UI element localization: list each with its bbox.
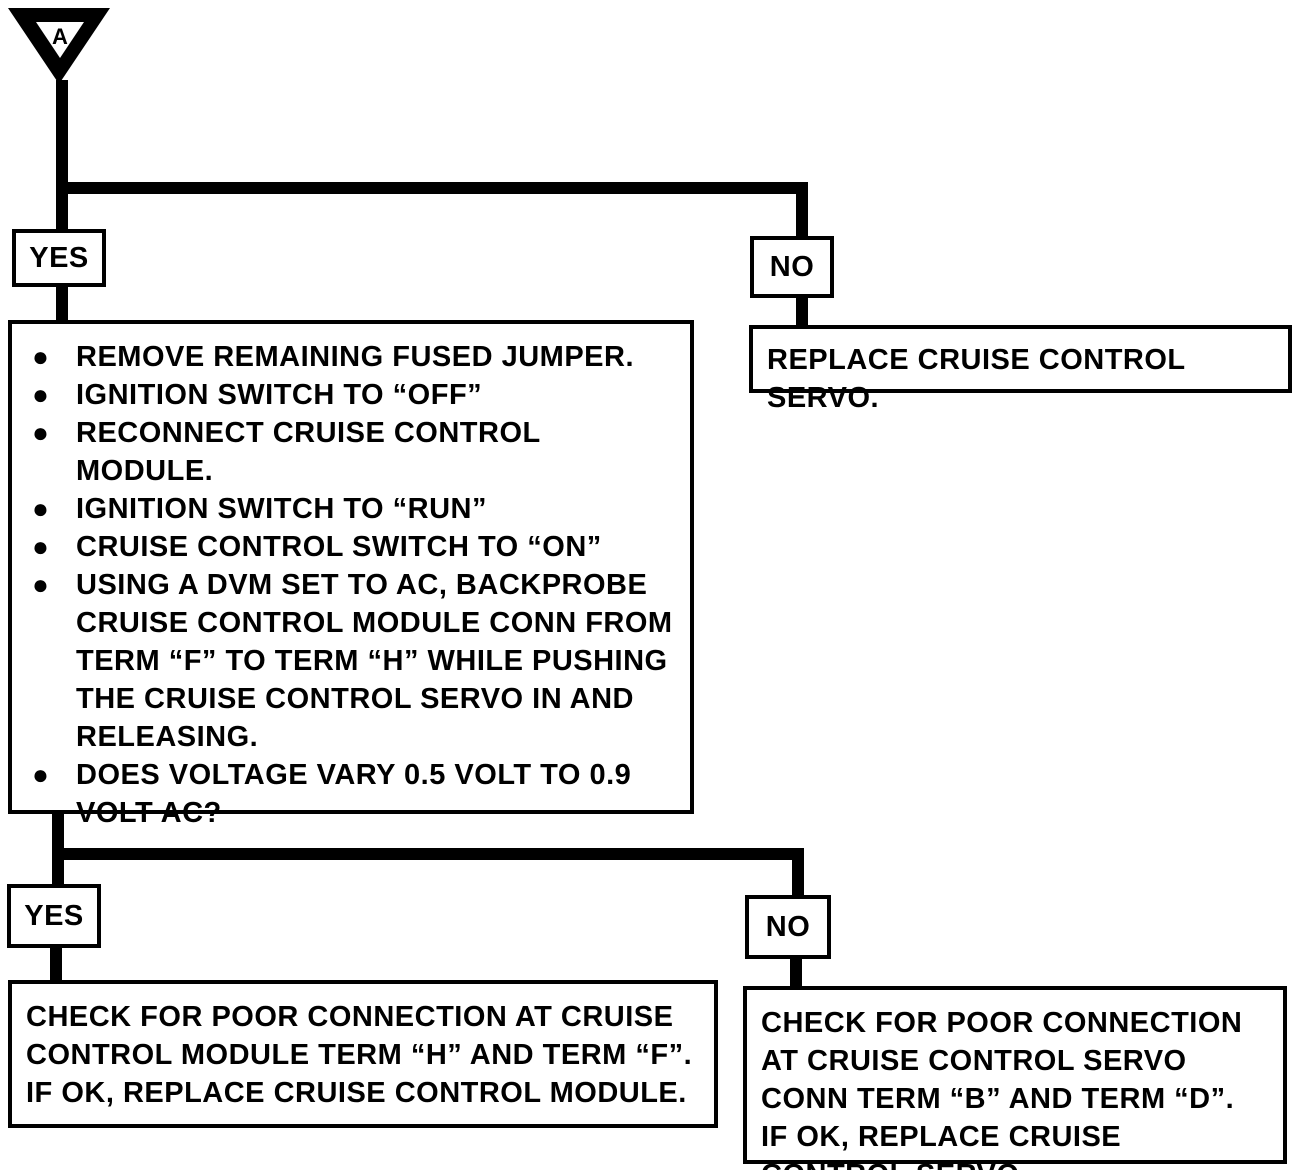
bullet-icon: ● bbox=[32, 531, 50, 562]
step-item: ● IGNITION SWITCH TO “OFF” bbox=[26, 376, 676, 414]
bullet-icon: ● bbox=[32, 417, 50, 448]
yes-label-2-text: YES bbox=[24, 899, 84, 932]
step-item: ● CRUISE CONTROL SWITCH TO “ON” bbox=[26, 528, 676, 566]
step-item: ● REMOVE REMAINING FUSED JUMPER. bbox=[26, 338, 676, 376]
steps-list: ● REMOVE REMAINING FUSED JUMPER. ● IGNITIO… bbox=[26, 338, 676, 832]
bullet-icon: ● bbox=[32, 341, 50, 372]
yes-label-1-text: YES bbox=[29, 241, 89, 274]
bullet-icon: ● bbox=[32, 379, 50, 410]
step-item: ● USING A DVM SET TO AC, BACKPROBE CRUISE… bbox=[26, 566, 676, 756]
bullet-icon: ● bbox=[32, 759, 50, 790]
step-text: DOES VOLTAGE VARY 0.5 VOLT TO 0.9 VOLT A… bbox=[76, 759, 632, 829]
no-label-2: NO bbox=[745, 895, 831, 959]
yes-label-1: YES bbox=[12, 229, 106, 287]
no-label-1-text: NO bbox=[769, 250, 815, 283]
no-label-1: NO bbox=[750, 236, 834, 298]
bullet-icon: ● bbox=[32, 569, 50, 600]
no-action-1-text: REPLACE CRUISE CONTROL SERVO. bbox=[767, 344, 1186, 414]
step-text: RECONNECT CRUISE CONTROL MODULE. bbox=[76, 417, 541, 487]
step-item: ● DOES VOLTAGE VARY 0.5 VOLT TO 0.9 VOLT … bbox=[26, 756, 676, 832]
step-text: REMOVE REMAINING FUSED JUMPER. bbox=[76, 341, 634, 373]
connector-a-icon: A bbox=[8, 8, 110, 84]
step-text: IGNITION SWITCH TO “OFF” bbox=[76, 379, 483, 411]
no-label-2-text: NO bbox=[765, 910, 811, 943]
bullet-icon: ● bbox=[32, 493, 50, 524]
step-text: USING A DVM SET TO AC, BACKPROBE CRUISE … bbox=[76, 569, 673, 753]
yes-action-2-text: CHECK FOR POOR CONNECTION AT CRUISE CONT… bbox=[26, 1001, 693, 1109]
step-item: ● IGNITION SWITCH TO “RUN” bbox=[26, 490, 676, 528]
no-action-1-box: REPLACE CRUISE CONTROL SERVO. bbox=[749, 325, 1292, 414]
yes-label-2: YES bbox=[7, 884, 101, 948]
yes-action-2-box: CHECK FOR POOR CONNECTION AT CRUISE CONT… bbox=[8, 980, 718, 1128]
steps-box: ● REMOVE REMAINING FUSED JUMPER. ● IGNITIO… bbox=[8, 320, 694, 829]
step-text: CRUISE CONTROL SWITCH TO “ON” bbox=[76, 531, 602, 563]
no-action-2-box: CHECK FOR POOR CONNECTION AT CRUISE CONT… bbox=[743, 986, 1287, 1170]
connector-letter: A bbox=[52, 24, 68, 49]
step-item: ● RECONNECT CRUISE CONTROL MODULE. bbox=[26, 414, 676, 490]
no-action-2-text: CHECK FOR POOR CONNECTION AT CRUISE CONT… bbox=[761, 1007, 1243, 1170]
step-text: IGNITION SWITCH TO “RUN” bbox=[76, 493, 488, 525]
